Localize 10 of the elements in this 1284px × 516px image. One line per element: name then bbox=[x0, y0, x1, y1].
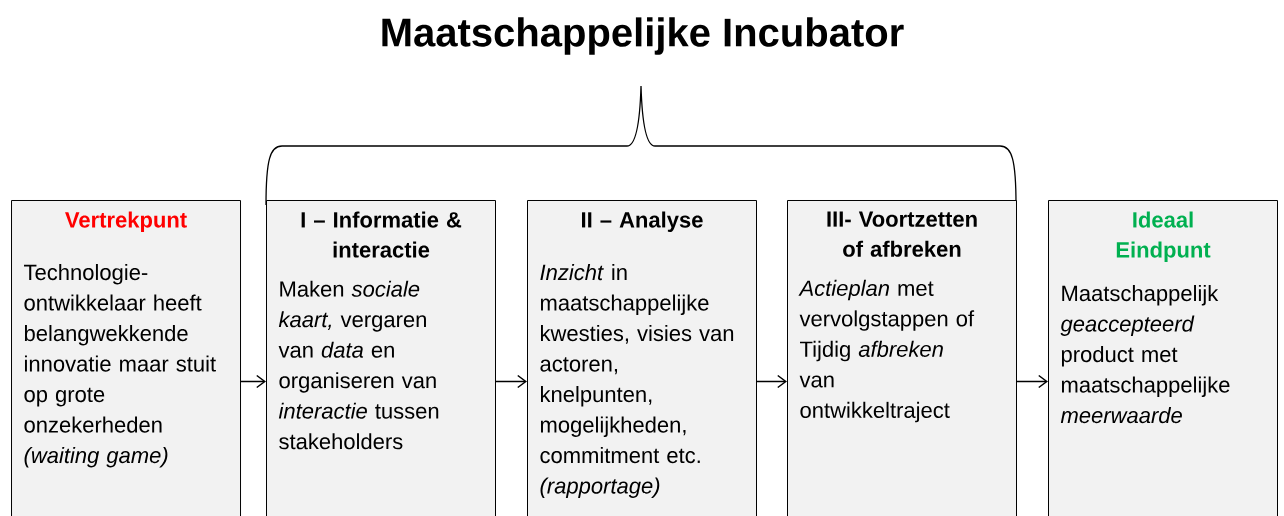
process-box: III- Voortzetten of afbreken Actieplan met vervolgstappen of Tijdig afbreken van ontwikkeltraject bbox=[787, 200, 1017, 516]
process-box: Vertrekpunt Technologie- ontwikkelaar heeft belangwekkende innovatie maar stuit op grote onzekerheden (waiting game) bbox=[11, 200, 241, 516]
process-box: Ideaal Eindpunt Maatschappelijk geaccepteerd product met maatschappelijke meerwaarde bbox=[1048, 200, 1278, 516]
arrow bbox=[495, 374, 527, 389]
arrow bbox=[756, 374, 787, 389]
process-box: I – Informatie & interactie Maken sociale kaart, vergaren van data en organiseren van interactie tussen stakeholders bbox=[266, 200, 496, 516]
arrow bbox=[1016, 374, 1048, 389]
title: Maatschappelijke Incubator bbox=[382, 17, 904, 55]
arrow bbox=[240, 374, 267, 389]
process-box: II – Analyse Inzicht in maatschappelijke kwesties, visies van actoren, knelpunten, mogelijkheden, commitment etc. (rapportage) bbox=[527, 200, 757, 516]
